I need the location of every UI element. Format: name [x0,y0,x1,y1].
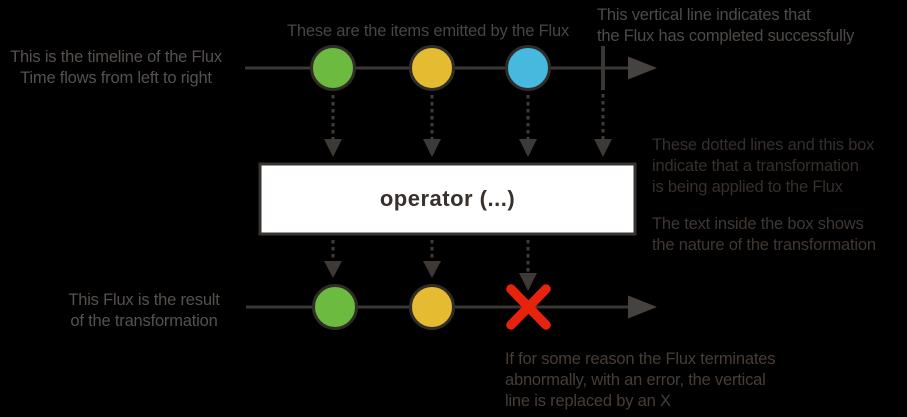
boxtext-note-line2: the nature of the transformation [652,236,876,254]
error-note-line2: abnormally, with an error, the vertical [505,371,766,389]
complete-note: This vertical line indicates that the Fl… [597,5,854,47]
timeline-note: This is the timeline of the Flux Time fl… [4,47,228,89]
top-marble-blue [505,45,551,91]
bottom-timeline-arrowhead-icon [628,295,657,319]
dashed-arrowhead-icon [324,139,342,157]
transform-note-line3: is being applied to the Flux [652,178,843,196]
top-marble-green [310,45,356,91]
dashed-arrowhead-icon [423,139,441,157]
complete-note-line2: the Flux has completed successfully [597,27,855,45]
timeline-note-line1: This is the timeline of the Flux [10,48,222,66]
bottom-marble-yellow [409,284,455,330]
boxtext-note-line1: The text inside the box shows [652,215,864,233]
items-note: These are the items emitted by the Flux [272,21,584,42]
boxtext-note: The text inside the box shows the nature… [652,214,876,256]
operator-box [258,162,637,236]
dashed-arrowhead-icon [594,139,612,157]
transform-note-line2: indicate that a transformation [652,157,859,175]
dashed-arrowhead-icon [519,139,537,157]
dashed-arrowhead-icon [324,261,342,278]
result-note: This Flux is the result of the transform… [48,290,240,332]
error-note-line3: line is replaced by an X [505,392,671,410]
result-note-line1: This Flux is the result [68,291,220,309]
top-marble-yellow [409,45,455,91]
complete-note-line1: This vertical line indicates that [597,6,811,24]
dashed-arrowhead-icon [423,261,441,278]
operator-box-label: operator (...) [379,186,516,211]
dashed-arrowhead-icon [519,273,537,291]
error-note: If for some reason the Flux terminates a… [505,349,775,412]
bottom-marble-green [312,284,358,330]
transform-note-line1: These dotted lines and this box [652,136,875,154]
error-x-icon [506,284,551,330]
result-note-line2: of the transformation [70,312,218,330]
items-note-line1: These are the items emitted by the Flux [287,22,569,40]
timeline-note-line2: Time flows from left to right [20,69,212,87]
transform-note: These dotted lines and this box indicate… [652,135,874,198]
error-note-line1: If for some reason the Flux terminates [505,350,776,368]
top-timeline-arrowhead-icon [628,56,657,80]
